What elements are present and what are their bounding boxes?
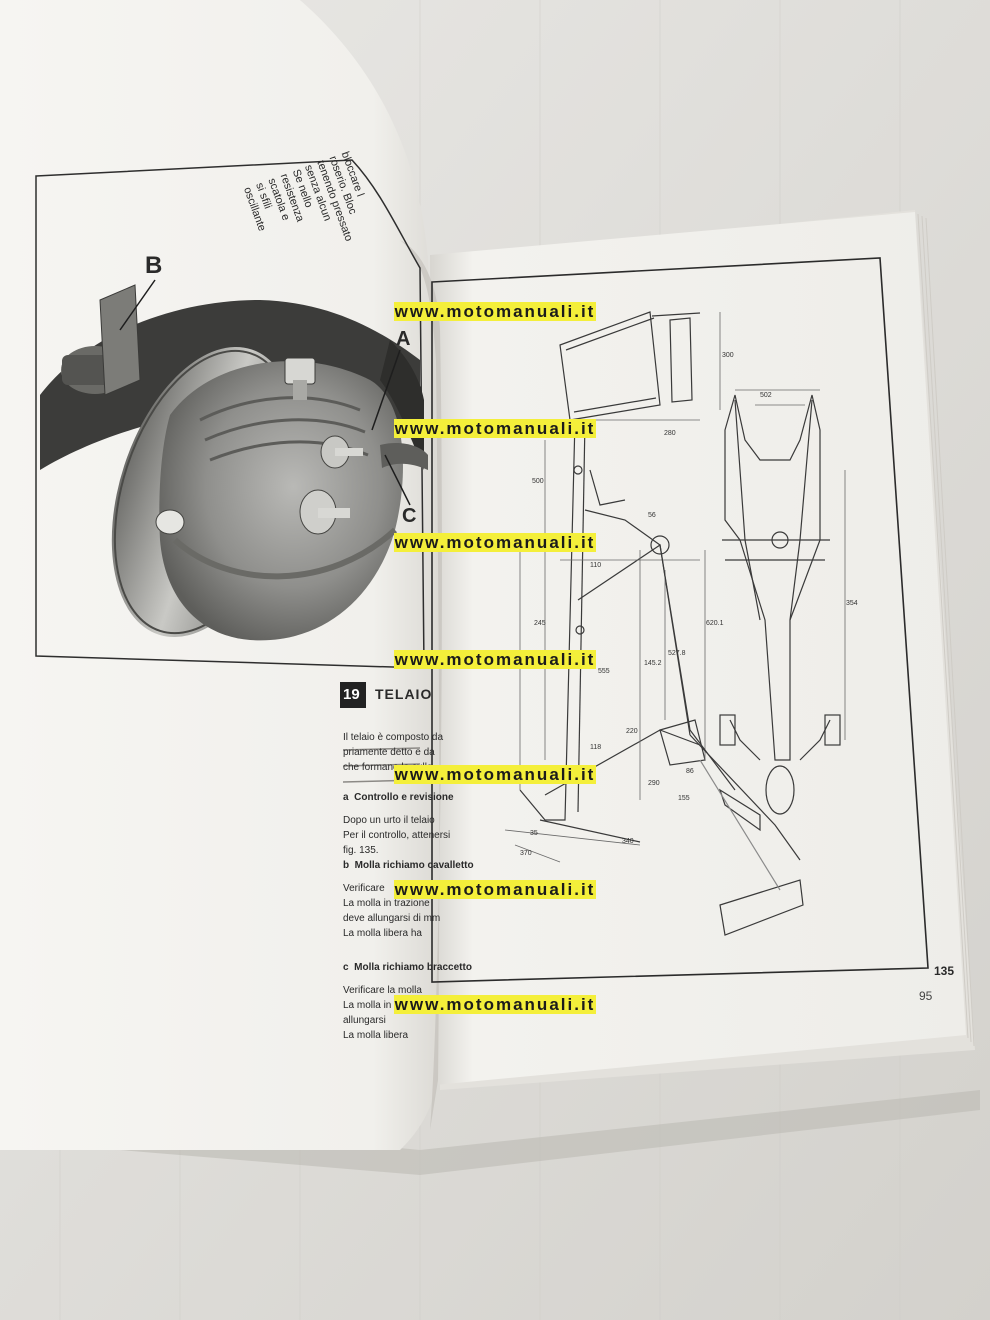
dim-label: 620.1 [706,620,724,627]
dim-label: 300 [722,352,734,359]
watermark: www.motomanuali.it [393,533,597,552]
dim-label: 340 [622,838,634,845]
watermark: www.motomanuali.it [393,765,597,784]
dim-label: 354 [846,600,858,607]
label-a: A [396,328,411,350]
section-intro: Il telaio è composto da priamente detto … [343,732,444,773]
dim-label: 527.8 [668,650,686,657]
dim-label: 110 [590,562,602,569]
dim-label: 245 [534,620,546,627]
dim-label: 145.2 [644,660,662,667]
dim-label: 370 [520,850,532,857]
dim-label: 290 [648,780,660,787]
section-title: TELAIO [375,686,433,702]
figure-number: 135 [934,964,955,978]
watermark: www.motomanuali.it [393,650,597,669]
label-c: C [402,505,417,527]
page-number: 95 [919,989,933,1003]
brake-illustration [40,279,428,641]
dim-label: 280 [664,430,676,437]
dim-label: 155 [678,795,690,802]
item-a: a Controllo e revisione Dopo un urto il … [343,792,454,856]
label-b: B [145,252,163,279]
watermark: www.motomanuali.it [393,880,597,899]
dim-label: 35 [530,830,538,837]
dim-label: 502 [760,392,772,399]
dim-label: 56 [648,512,656,519]
dim-label: 86 [686,768,694,775]
item-b: b Molla richiamo cavalletto Verificare L… [343,860,474,939]
dim-label: 500 [532,478,544,485]
section-number: 19 [343,686,360,703]
dim-label: 555 [598,668,610,675]
dim-label: 118 [590,744,602,751]
dim-label: 220 [626,728,638,735]
watermark: www.motomanuali.it [393,995,597,1014]
watermark: www.motomanuali.it [393,419,597,438]
watermark: www.motomanuali.it [393,302,597,321]
